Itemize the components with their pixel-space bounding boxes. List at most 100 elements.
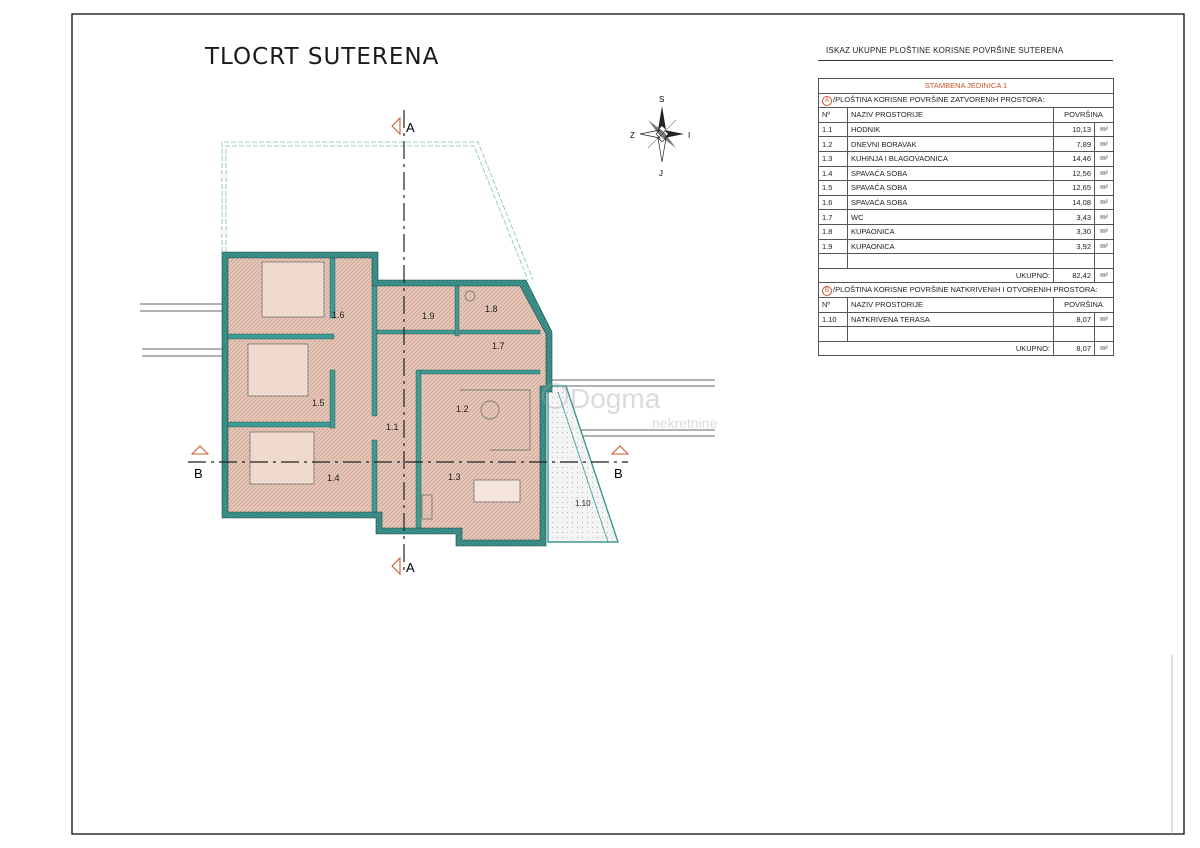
section-label: /PLOŠTINA KORISNE POVRŠINE NATKRIVENIH I… (833, 284, 1098, 294)
col-name-header: NAZIV PROSTORIJE (847, 107, 1054, 123)
room-area: 3,92 (1053, 238, 1095, 255)
room-number: 1.7 (818, 209, 848, 225)
room-label-1-10: 1.10 (575, 499, 591, 508)
total-unit: m² (1094, 340, 1114, 357)
neighbour-lines (140, 303, 715, 437)
room-labels: 1.6 1.5 1.4 1.9 1.8 1.7 1.2 1.1 1.3 1.10 (312, 304, 591, 508)
section-header: A/PLOŠTINA KORISNE POVRŠINE ZATVORENIH P… (818, 92, 1114, 109)
room-label-1-7: 1.7 (492, 341, 505, 351)
section-marker-a-bottom: A (391, 556, 415, 576)
empty-cell (847, 326, 1054, 342)
room-area: 14,08 (1053, 194, 1095, 211)
section-marker-b-right: B (610, 445, 630, 481)
room-area: 10,13 (1053, 121, 1095, 138)
room-area: 3,43 (1053, 209, 1095, 225)
empty-cell (1094, 253, 1114, 269)
room-area: 12,65 (1053, 180, 1095, 196)
room-label-1-9: 1.9 (422, 311, 435, 321)
room-area-unit: m² (1094, 311, 1114, 328)
section-marker-a-top-label: A (406, 120, 415, 135)
empty-cell (1053, 253, 1095, 269)
section-marker: A (822, 95, 832, 106)
drawing-frame (71, 13, 1185, 835)
furniture (247, 261, 531, 520)
section-label: /PLOŠTINA KORISNE POVRŠINE ZATVORENIH PR… (833, 94, 1045, 104)
compass-west: Z (630, 131, 635, 140)
section-header-row: B/PLOŠTINA KORISNE POVRŠINE NATKRIVENIH … (818, 282, 1114, 298)
room-name: KUPAONICA (847, 223, 1054, 240)
interior-walls (227, 257, 541, 529)
compass-north: S (659, 95, 664, 104)
room-label-1-3: 1.3 (448, 472, 461, 482)
empty-cell (818, 253, 848, 269)
compass-east: I (688, 131, 690, 140)
watermark-sub: nekretnine (652, 415, 718, 431)
room-area-unit: m² (1094, 194, 1114, 211)
room-area-unit: m² (1094, 121, 1114, 138)
room-name: KUPAONICA (847, 238, 1054, 255)
room-area: 7,89 (1053, 136, 1095, 152)
room-area-unit: m² (1094, 223, 1114, 240)
terrace-rail (557, 391, 609, 543)
room-area-unit: m² (1094, 165, 1114, 182)
room-name: SPAVAĆA SOBA (847, 165, 1054, 182)
room-name: NATKRIVENA TERASA (847, 311, 1054, 328)
empty-row (818, 253, 1114, 269)
table-heading: ISKAZ UKUPNE PLOŠTINE KORISNE POVRŠINE S… (826, 46, 1064, 55)
room-label-1-6: 1.6 (332, 310, 345, 320)
empty-cell (847, 253, 1054, 269)
total-unit: m² (1094, 267, 1114, 284)
empty-row (818, 326, 1114, 342)
page-title: TLOCRT SUTERENA (205, 44, 440, 70)
section-header: B/PLOŠTINA KORISNE POVRŠINE NATKRIVENIH … (818, 282, 1114, 298)
room-name: SPAVAĆA SOBA (847, 194, 1054, 211)
room-number: 1.8 (818, 223, 848, 240)
room-area-unit: m² (1094, 180, 1114, 196)
room-label-1-1: 1.1 (386, 422, 399, 432)
section-marker: B (822, 285, 832, 296)
room-label-1-2: 1.2 (456, 404, 469, 414)
room-name: HODNIK (847, 121, 1054, 138)
empty-cell (1094, 326, 1114, 342)
terrace-area (547, 385, 619, 543)
room-number: 1.10 (818, 311, 848, 328)
room-label-1-5: 1.5 (312, 398, 325, 408)
room-area: 14,46 (1053, 150, 1095, 167)
table-heading-rule (818, 60, 1113, 61)
room-area: 8,07 (1053, 311, 1095, 328)
area-table: STAMBENA JEDINICA 1 A/PLOŠTINA KORISNE P… (818, 78, 1114, 357)
room-area-unit: m² (1094, 209, 1114, 225)
room-name: SPAVAĆA SOBA (847, 180, 1054, 196)
total-label: UKUPNO: (818, 340, 1054, 357)
section-header-row: A/PLOŠTINA KORISNE POVRŠINE ZATVORENIH P… (818, 92, 1114, 109)
room-name: KUHINJA I BLAGOVAONICA (847, 150, 1054, 167)
room-number: 1.6 (818, 194, 848, 211)
room-number: 1.5 (818, 180, 848, 196)
section-marker-b-left-label: B (194, 466, 203, 481)
section-marker-b-left: B (190, 445, 210, 481)
watermark: Dogma nekretnine (542, 383, 718, 431)
unit-title: STAMBENA JEDINICA 1 (818, 78, 1114, 94)
room-area: 12,56 (1053, 165, 1095, 182)
total-value: 8,07 (1053, 340, 1095, 357)
room-label-1-4: 1.4 (327, 473, 340, 483)
room-number: 1.4 (818, 165, 848, 182)
compass-south: J (659, 169, 663, 178)
room-area-unit: m² (1094, 136, 1114, 152)
col-no-header: Nº (818, 107, 848, 123)
room-area: 3,30 (1053, 223, 1095, 240)
room-area-unit: m² (1094, 238, 1114, 255)
section-marker-a-bottom-label: A (406, 560, 415, 575)
unit-title-row: STAMBENA JEDINICA 1 (818, 78, 1114, 94)
